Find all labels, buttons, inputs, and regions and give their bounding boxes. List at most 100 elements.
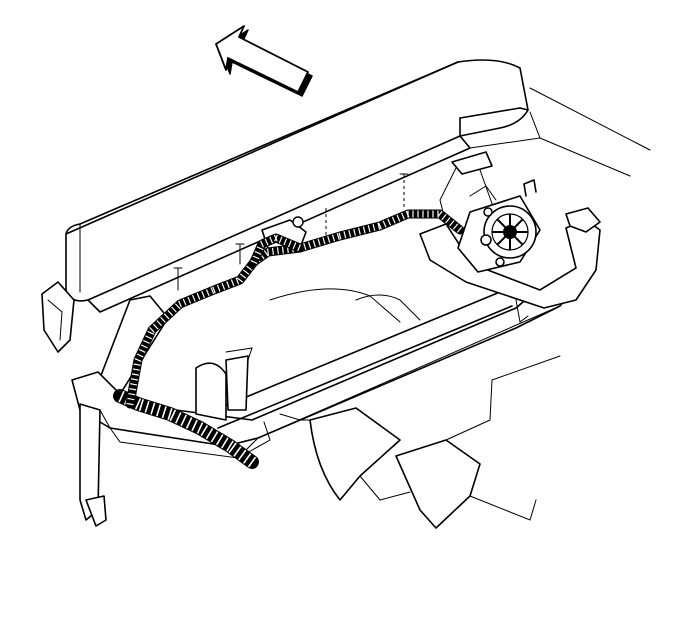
harness-rib bbox=[200, 425, 209, 437]
harness-rib bbox=[269, 236, 274, 244]
harness-rib bbox=[254, 250, 262, 255]
harness-rib bbox=[263, 250, 269, 257]
harness-rib bbox=[161, 406, 167, 419]
harness-rib bbox=[215, 434, 224, 446]
harness-rib bbox=[274, 234, 278, 242]
harness-rib bbox=[133, 363, 141, 366]
harness-rib bbox=[167, 408, 173, 420]
harness-rib bbox=[130, 378, 139, 381]
harness-rib bbox=[205, 289, 210, 297]
harness-rib bbox=[452, 223, 459, 230]
harness-rib bbox=[155, 404, 162, 417]
harness-rib bbox=[226, 281, 230, 289]
harness-rib bbox=[336, 232, 340, 241]
harness-rib bbox=[387, 218, 392, 226]
harness-rib bbox=[147, 330, 155, 335]
harness-rib bbox=[138, 348, 146, 353]
direction-arrow-icon bbox=[215, 25, 313, 97]
harness-rib bbox=[144, 400, 150, 413]
harness-rib bbox=[283, 238, 288, 246]
harness-rib bbox=[156, 320, 163, 327]
harness-rib bbox=[317, 238, 321, 246]
harness-rib bbox=[353, 228, 356, 236]
bumper-fascia bbox=[65, 59, 651, 313]
harness-rib bbox=[382, 220, 387, 228]
harness-rib bbox=[242, 453, 252, 464]
harness-rib bbox=[160, 316, 166, 323]
harness-rib bbox=[266, 248, 270, 256]
harness-rib bbox=[221, 282, 226, 290]
harness-rib bbox=[287, 240, 292, 248]
harness-rib bbox=[441, 214, 447, 221]
harness-rib bbox=[127, 397, 135, 401]
harness-rib bbox=[178, 300, 182, 308]
harness-rib bbox=[247, 456, 257, 468]
harness-rib bbox=[167, 310, 174, 316]
harness-rib bbox=[134, 398, 142, 410]
harness-rib bbox=[132, 368, 140, 371]
harness-rib bbox=[239, 273, 247, 279]
harness-rib bbox=[327, 235, 331, 243]
harness-rib bbox=[235, 277, 240, 285]
harness-rib bbox=[191, 419, 198, 432]
harness-rib bbox=[185, 417, 193, 429]
harness-rib bbox=[367, 225, 371, 233]
harness-rib bbox=[126, 402, 134, 406]
frame-rail bbox=[419, 151, 601, 323]
harness-rib bbox=[391, 216, 396, 224]
harness-rib bbox=[226, 440, 234, 452]
harness-rib bbox=[129, 388, 137, 391]
harness-rib bbox=[210, 431, 219, 443]
harness-rib bbox=[445, 217, 451, 224]
harness-rib bbox=[307, 241, 312, 249]
harness-rib bbox=[372, 223, 376, 232]
bumper-support bbox=[79, 403, 111, 527]
screw-icon bbox=[235, 243, 245, 265]
harness-rib bbox=[281, 246, 284, 254]
harness-rib bbox=[437, 210, 443, 218]
harness-rib bbox=[233, 446, 242, 457]
harness-rib bbox=[238, 449, 247, 461]
harness-rib bbox=[140, 344, 148, 349]
harness-rib bbox=[378, 222, 382, 230]
harness-rib bbox=[187, 296, 192, 304]
harness-rib bbox=[297, 244, 301, 252]
harness-segment bbox=[113, 389, 259, 469]
crossmember bbox=[71, 267, 591, 459]
harness-rib bbox=[377, 222, 381, 230]
harness-rib bbox=[221, 437, 229, 449]
motor-mount bbox=[457, 179, 541, 273]
harness-rib bbox=[196, 292, 201, 300]
harness-rib bbox=[343, 231, 347, 239]
harness-rib bbox=[143, 339, 150, 344]
harness-rib bbox=[401, 212, 405, 220]
harness-rib bbox=[149, 327, 155, 333]
harness-rib bbox=[230, 279, 235, 287]
harness-rib bbox=[252, 255, 260, 260]
harness-rib bbox=[322, 237, 326, 245]
harness-rib bbox=[228, 442, 237, 454]
harness-rib bbox=[396, 214, 401, 222]
screw-icon bbox=[399, 173, 409, 210]
harness-rib bbox=[136, 353, 144, 358]
harness-rib bbox=[357, 227, 361, 235]
harness-rib bbox=[338, 232, 342, 240]
harness-rib bbox=[163, 313, 170, 320]
harness-rib bbox=[134, 357, 142, 363]
harness-rib bbox=[312, 240, 316, 248]
harness-rib bbox=[145, 335, 152, 340]
harness-rib bbox=[180, 414, 187, 427]
harness-rib bbox=[331, 234, 336, 242]
harness-rib bbox=[292, 242, 297, 250]
left-corner-panel bbox=[41, 281, 75, 353]
harness-rib bbox=[182, 298, 187, 306]
harness-rib bbox=[196, 422, 204, 434]
harness-rib bbox=[362, 226, 366, 234]
harness-rib bbox=[212, 286, 216, 294]
harness-rib bbox=[260, 240, 264, 248]
harness-rib bbox=[264, 238, 269, 246]
underbody-panels bbox=[195, 288, 561, 529]
harness-rib bbox=[131, 373, 139, 376]
harness-rib bbox=[150, 402, 156, 415]
